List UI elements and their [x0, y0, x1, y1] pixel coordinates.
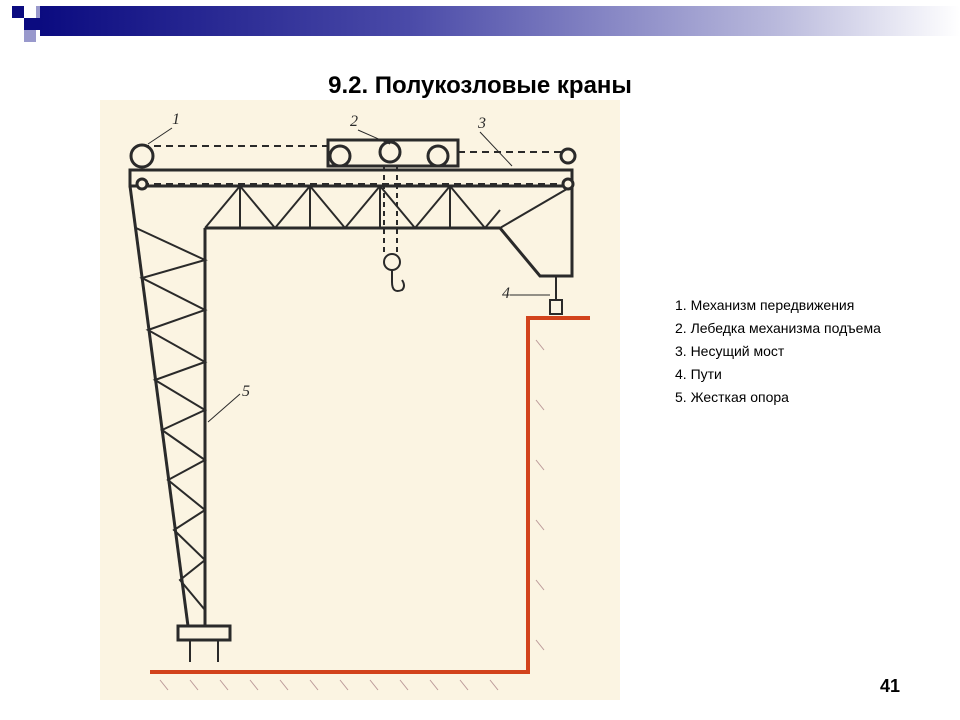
- callout-3: 3: [477, 115, 486, 132]
- callout-2: 2: [350, 113, 358, 130]
- paper-background: [100, 100, 620, 700]
- rigid-leg-outer: [128, 185, 190, 627]
- header-square-decor: [12, 6, 24, 18]
- crane-structure: [128, 168, 574, 662]
- rail-track: [150, 316, 590, 674]
- header-square-decor: [24, 18, 36, 30]
- hook: [383, 166, 405, 292]
- page-number: 41: [880, 676, 901, 696]
- header-square-decor: [24, 30, 36, 42]
- rigid-leg-bracing: [135, 227, 208, 611]
- legend-list: 1. Механизм передвижения 2. Лебедка меха…: [675, 294, 881, 409]
- crane-diagram: 1 2 3 4 5: [100, 100, 620, 700]
- callout-1: 1: [172, 111, 180, 128]
- header-square-decor: [24, 6, 36, 18]
- header-bar: [0, 0, 960, 44]
- callout-4: 4: [502, 285, 510, 302]
- legend-item: 5. Жесткая опора: [675, 389, 789, 405]
- legend-item: 3. Несущий мост: [675, 343, 785, 359]
- bridge-truss-diagonals: [204, 184, 501, 230]
- header-gradient: [40, 6, 960, 36]
- legend-item: 1. Механизм передвижения: [675, 297, 855, 313]
- bridge-top-chord: [128, 168, 574, 188]
- callout-5: 5: [242, 383, 250, 400]
- slide-title: 9.2. Полукозловые краны: [328, 72, 632, 99]
- legend-item: 2. Лебедка механизма подъема: [675, 320, 881, 336]
- header-square-decor: [12, 18, 24, 30]
- leg-foot: [176, 624, 232, 642]
- ground-hatch: [159, 339, 545, 691]
- callout-leaders: [147, 127, 550, 423]
- travel-mechanism: [129, 143, 577, 191]
- legend-item: 4. Пути: [675, 366, 722, 382]
